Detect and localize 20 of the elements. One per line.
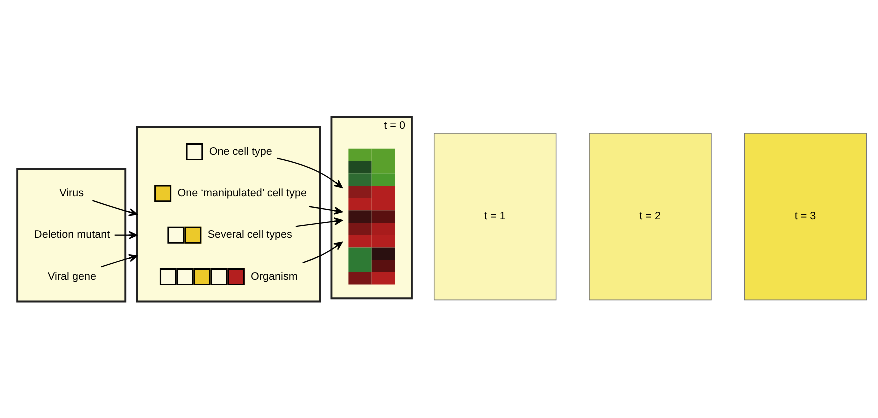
node-label: Organism <box>251 270 298 282</box>
cluster <box>136 126 322 302</box>
node-text: Virus <box>60 187 84 200</box>
arrow <box>296 217 344 227</box>
arrow <box>277 157 343 188</box>
arrow <box>101 254 138 268</box>
arrow <box>302 241 343 264</box>
node-box: t = 3 <box>744 132 867 300</box>
arrow <box>92 200 138 216</box>
node-label: One cell type <box>209 145 272 158</box>
node-box: t = 2 <box>589 132 712 300</box>
node-text: Viral gene <box>48 270 96 282</box>
node-label: Several cell types <box>208 228 292 241</box>
cluster: t = 0 <box>330 116 413 300</box>
arrow <box>309 206 343 214</box>
node-box: t = 1 <box>434 132 557 300</box>
node-label: One ‘manipulated’ cell type <box>178 187 307 200</box>
cluster <box>16 168 127 302</box>
node-text: Deletion mutant <box>34 228 110 241</box>
arrow <box>114 230 138 239</box>
